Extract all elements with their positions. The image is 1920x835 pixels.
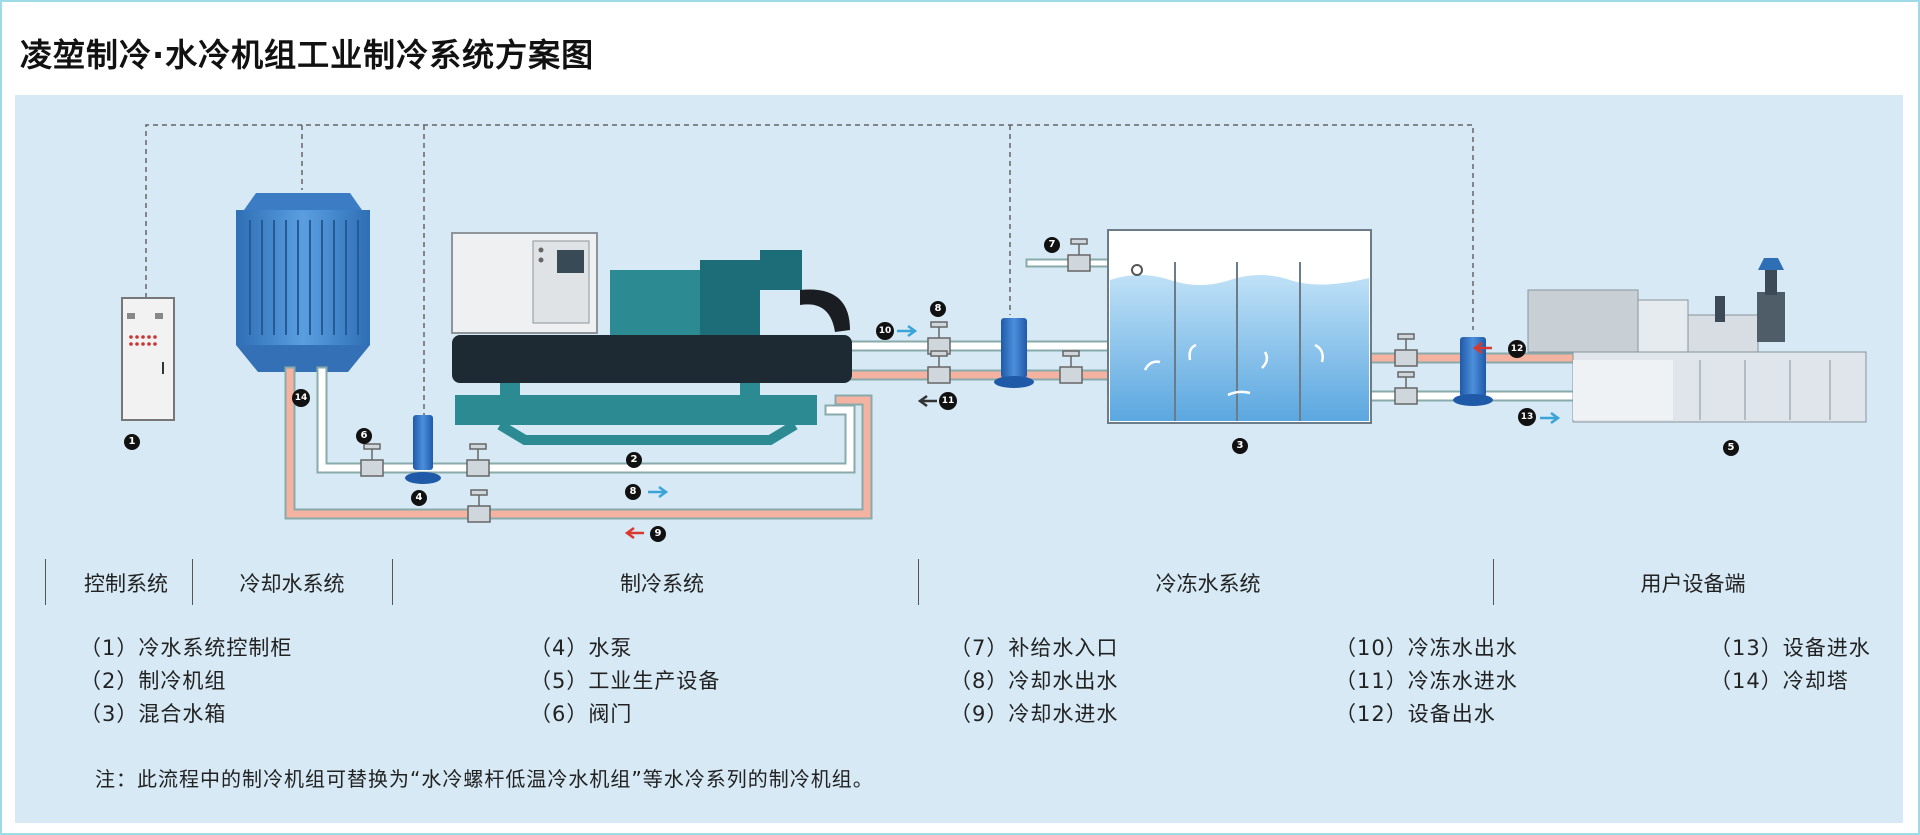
legend-column-3: （7）补给水入口 （8）冷却水出水 （9）冷却水进水 — [950, 632, 1118, 731]
pump-chilled-supply — [994, 318, 1034, 388]
legend-item: （13）设备进水 — [1710, 636, 1871, 660]
control-lines — [145, 124, 1474, 418]
legend-item: （6）阀门 — [530, 702, 633, 726]
flow-arrows — [624, 324, 1561, 540]
section-bar: 控制系统 冷却水系统 制冷系统 冷冻水系统 用户设备端 — [15, 555, 1903, 610]
section-divider — [392, 559, 393, 605]
legend-item: （14）冷却塔 — [1710, 669, 1849, 693]
section-cooling-water-system: 冷却水系统 — [239, 571, 345, 596]
legend-item: （10）冷冻水出水 — [1335, 636, 1518, 660]
legend-item: （3）混合水箱 — [80, 702, 227, 726]
valves — [360, 238, 1418, 523]
legend-column-4: （10）冷冻水出水 （11）冷冻水进水 （12）设备出水 — [1335, 632, 1518, 731]
legend-column-2: （4）水泵 （5）工业生产设备 （6）阀门 — [530, 632, 720, 731]
section-divider — [918, 559, 919, 605]
legend-item: （5）工业生产设备 — [530, 669, 721, 693]
control-cabinet — [121, 297, 175, 421]
cooling-tower — [236, 193, 370, 372]
chiller-unit — [451, 232, 852, 445]
legend-item: （9）冷却水进水 — [950, 702, 1119, 726]
section-user-equipment: 用户设备端 — [1640, 571, 1746, 596]
pump-4 — [405, 415, 441, 484]
legend-item: （1）冷水系统控制柜 — [80, 636, 293, 660]
industrial-equipment — [1527, 258, 1867, 423]
legend-column-5: （13）设备进水 （14）冷却塔 — [1710, 632, 1871, 698]
section-divider — [1493, 559, 1494, 605]
section-divider — [45, 559, 46, 605]
legend-column-1: （1）冷水系统控制柜 （2）制冷机组 （3）混合水箱 — [80, 632, 292, 731]
footnote: 注：此流程中的制冷机组可替换为“水冷螺杆低温冷水机组”等水冷系列的制冷机组。 — [95, 767, 874, 791]
legend-item: （8）冷却水出水 — [950, 669, 1119, 693]
section-control-system: 控制系统 — [84, 571, 168, 596]
legend-item: （12）设备出水 — [1335, 702, 1496, 726]
page-title: 凌堃制冷·水冷机组工业制冷系统方案图 — [20, 36, 595, 74]
section-divider — [192, 559, 193, 605]
legend-item: （7）补给水入口 — [950, 636, 1119, 660]
section-refrigeration-system: 制冷系统 — [620, 571, 704, 596]
mixing-tank — [1107, 229, 1372, 424]
legend-item: （2）制冷机组 — [80, 669, 227, 693]
legend-item: （11）冷冻水进水 — [1335, 669, 1518, 693]
legend-item: （4）水泵 — [530, 636, 633, 660]
section-chilled-water-system: 冷冻水系统 — [1155, 571, 1261, 596]
